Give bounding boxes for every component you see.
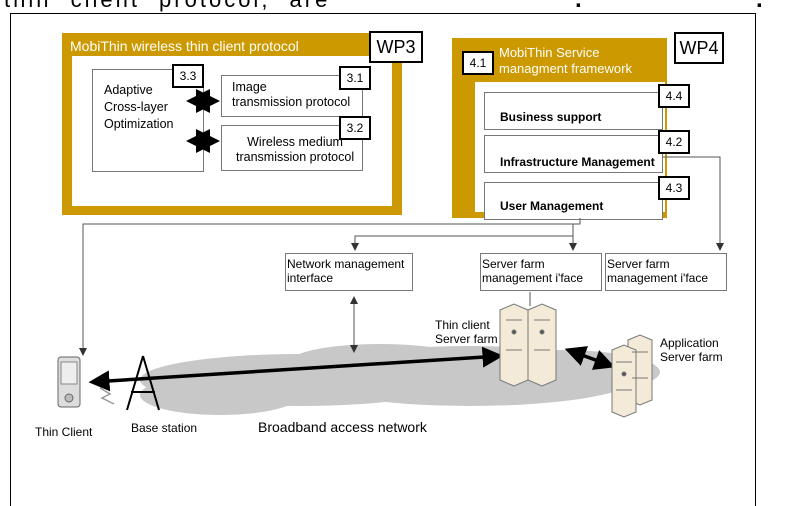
user-label: User Management: [500, 199, 604, 213]
wp4-title: MobiThin Service managment framework: [499, 45, 632, 76]
thin-client-farm-label: Thin client Server farm: [435, 318, 498, 346]
server-farm-iface-1-label: Server farm management i'face: [482, 257, 584, 285]
server-farm-iface-1: [480, 253, 602, 291]
header-text: thin client protocol, are: [4, 0, 330, 13]
broadband-label: Broadband access network: [258, 419, 427, 435]
pda-icon: [57, 356, 81, 408]
tag-3-3: 3.3: [172, 64, 204, 88]
wireless-tx-label: Wireless medium transmission protocol: [236, 135, 355, 164]
thin-client-server-farm-icon: [499, 303, 557, 387]
tag-4-1: 4.1: [462, 51, 494, 75]
user-box: [484, 182, 663, 220]
server-farm-iface-2-label: Server farm management i'face: [607, 257, 709, 285]
adaptive-label: Adaptive Cross-layer Optimization: [104, 83, 174, 131]
business-box: [484, 92, 663, 130]
app-server-farm-icon: [611, 334, 653, 418]
infra-box: [484, 135, 663, 173]
tag-3-2: 3.2: [339, 116, 371, 140]
base-station-label: Base station: [131, 421, 198, 435]
tag-4-2: 4.2: [658, 130, 690, 154]
thin-client-label: Thin Client: [35, 425, 93, 439]
image-tx-label: Image transmission protocol: [232, 80, 351, 109]
app-farm-label: Application Server farm: [660, 336, 723, 364]
wp3-title: MobiThin wireless thin client protocol: [70, 38, 299, 54]
wp4-label: WP4: [674, 32, 724, 64]
infra-label: Infrastructure Management: [500, 155, 655, 169]
bold-dot: .: [756, 0, 763, 14]
network-mgmt-label: Network management interface: [287, 257, 405, 285]
base-station-icon: [126, 355, 160, 411]
tag-4-4: 4.4: [658, 84, 690, 108]
network-mgmt-box: [285, 253, 413, 291]
bold-dot: .: [575, 0, 582, 14]
tag-4-3: 4.3: [658, 176, 690, 200]
signal-icon: [99, 387, 115, 405]
business-label: Business support: [500, 110, 602, 124]
server-farm-iface-2: [605, 253, 727, 291]
tag-3-1: 3.1: [339, 66, 371, 90]
wp3-label: WP3: [369, 31, 423, 63]
